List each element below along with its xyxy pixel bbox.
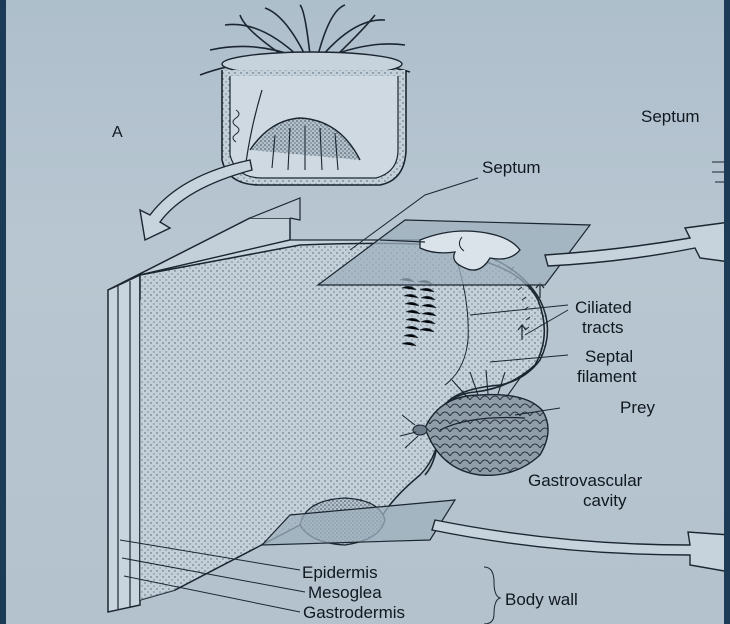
label-prey: Prey <box>620 398 655 418</box>
label-gastrodermis: Gastrodermis <box>303 603 405 623</box>
label-septal-line1: Septal <box>585 347 633 367</box>
label-gastrovascular-line1: Gastrovascular <box>528 471 642 491</box>
photo-edge-right <box>724 0 730 624</box>
panel-letter: A <box>112 123 123 143</box>
label-septal-line2: filament <box>577 367 637 387</box>
label-body-wall: Body wall <box>505 590 578 610</box>
label-mesoglea: Mesoglea <box>308 583 382 603</box>
label-gastrovascular-line2: cavity <box>583 491 626 511</box>
photo-edge-left <box>0 0 6 624</box>
big-arrow-lower <box>432 520 730 572</box>
label-epidermis: Epidermis <box>302 563 378 583</box>
anemone-polyp <box>200 5 410 185</box>
label-ciliated-line1: Ciliated <box>575 298 632 318</box>
label-ciliated-line2: tracts <box>582 318 624 338</box>
label-septum: Septum <box>482 158 541 178</box>
label-septum-top-right: Septum <box>641 107 700 127</box>
